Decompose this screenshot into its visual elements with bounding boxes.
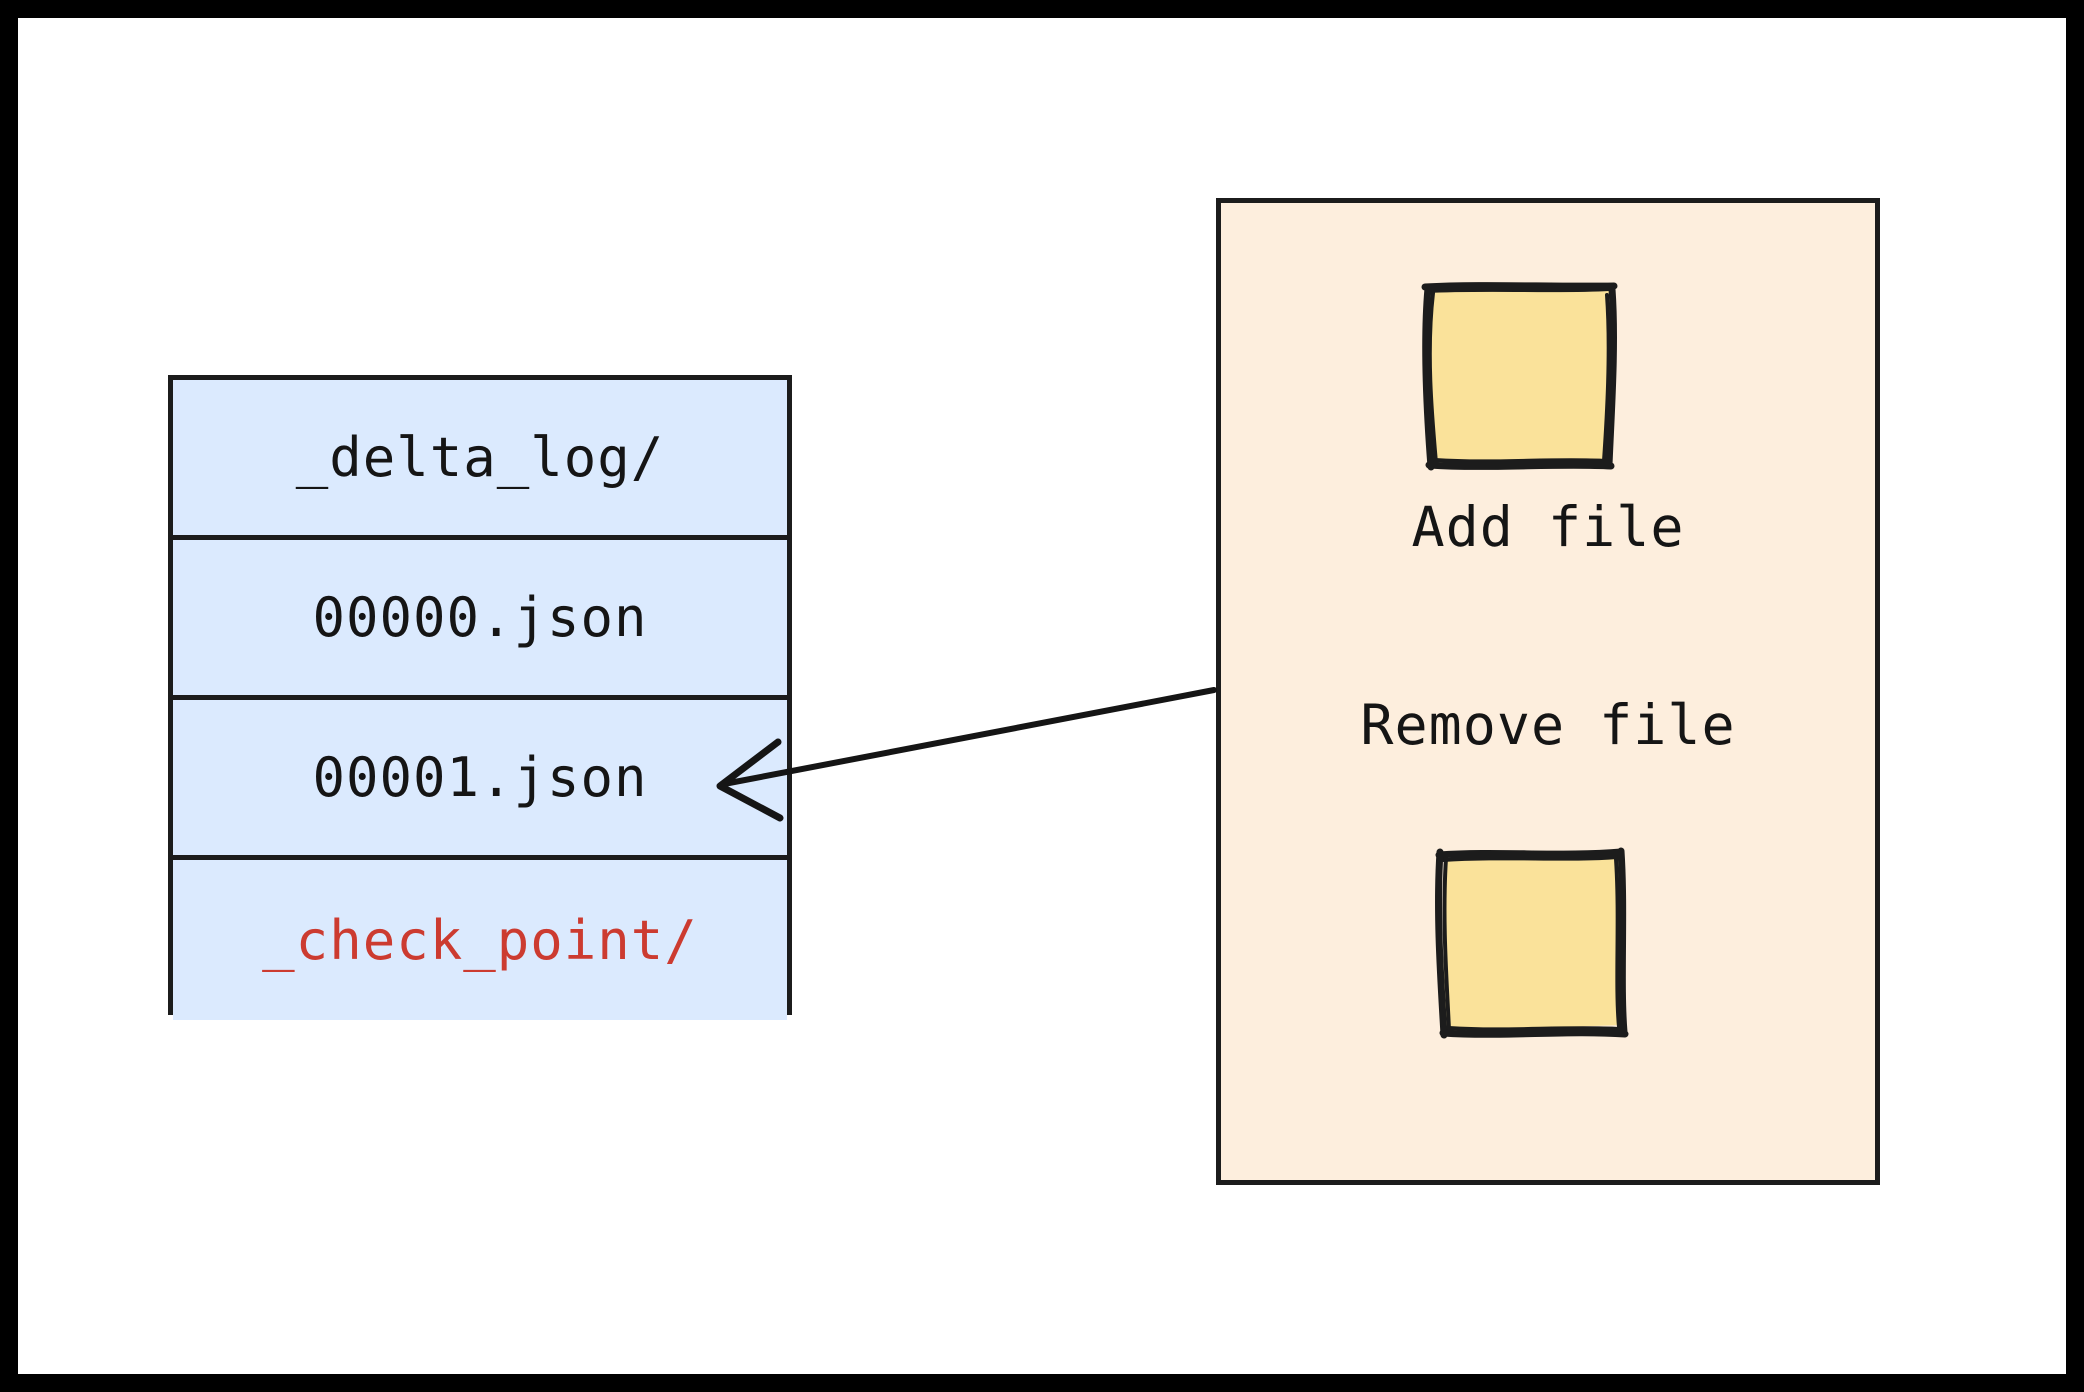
row-label: 00000.json	[312, 586, 648, 649]
row-label: _delta_log/	[295, 426, 665, 489]
remove-file-label: Remove file	[1360, 693, 1736, 757]
table-row[interactable]: 00000.json	[173, 540, 787, 700]
table-row[interactable]: _delta_log/	[173, 380, 787, 540]
row-label: _check_point/	[262, 908, 698, 972]
commit-actions-panel: Add file Remove file	[1216, 198, 1880, 1185]
table-row[interactable]: 00001.json	[173, 700, 787, 860]
add-file-label: Add file	[1411, 495, 1685, 559]
panel-content: Add file Remove file	[1221, 203, 1875, 1180]
row-label: 00001.json	[312, 746, 648, 809]
table-row[interactable]: _check_point/	[173, 860, 787, 1020]
sticky-note-icon	[1423, 841, 1643, 1041]
diagram-canvas: _delta_log/ 00000.json 00001.json _check…	[18, 18, 2066, 1374]
delta-log-file-listing: _delta_log/ 00000.json 00001.json _check…	[168, 375, 792, 1020]
sticky-note-icon	[1411, 275, 1631, 475]
